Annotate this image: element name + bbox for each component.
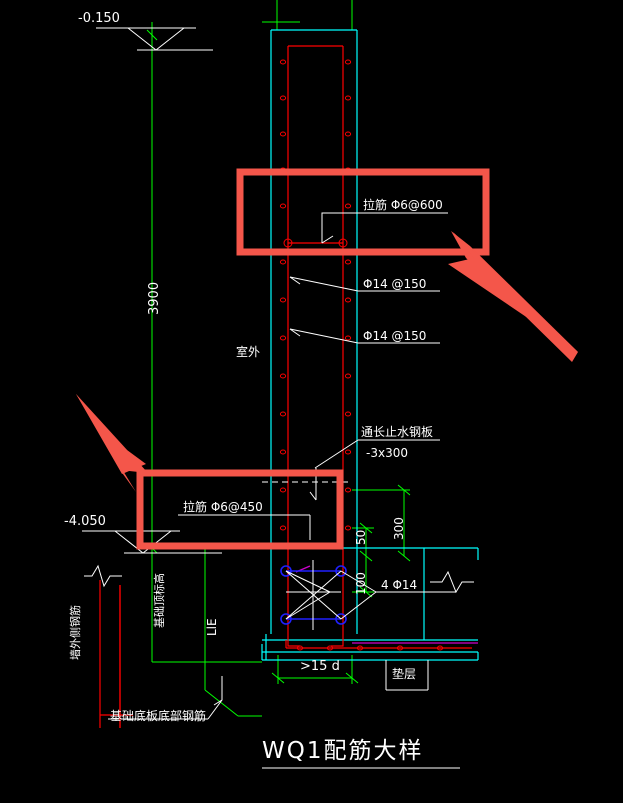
elevation-bottom-label: -4.050 bbox=[64, 514, 106, 529]
lower-highlight-box bbox=[136, 469, 344, 550]
tie-bar-lower-label: 拉筋 Φ6@450 bbox=[183, 500, 263, 514]
tie-bar-upper-label: 拉筋 Φ6@600 bbox=[363, 198, 443, 212]
foundation-top-label: 基础顶标高 bbox=[153, 573, 166, 628]
waterstop-label: 通长止水钢板 bbox=[361, 425, 434, 439]
dimension-lines-green bbox=[146, 0, 411, 717]
foundation-bars-label: 4 Φ14 bbox=[381, 578, 418, 592]
vertical-bar-label-1: Φ14 @150 bbox=[363, 277, 427, 291]
anchorage-label: LlE bbox=[205, 618, 219, 636]
concrete-outline-cyan bbox=[261, 29, 479, 661]
highlight-boxes bbox=[136, 168, 490, 550]
waterstop-size-label: -3x300 bbox=[366, 446, 408, 460]
cushion-label: 垫层 bbox=[392, 667, 417, 681]
dimension-300-label: 300 bbox=[392, 517, 406, 540]
bottom-rebar-label: 基础底板底部钢筋 bbox=[110, 709, 207, 723]
dimension-50-label: 50 bbox=[354, 529, 368, 545]
upper-highlight-box bbox=[236, 168, 490, 256]
dimension-100-label: 100 bbox=[354, 572, 368, 595]
leader-lines-white bbox=[82, 27, 474, 769]
lap-length-label: >15 d bbox=[300, 659, 340, 674]
outer-wall-bar-label: 墙外侧钢筋 bbox=[69, 605, 82, 660]
drawing-title: WQ1配筋大样 bbox=[262, 738, 424, 764]
vertical-bar-label-2: Φ14 @150 bbox=[363, 329, 427, 343]
elevation-top-label: -0.150 bbox=[78, 11, 120, 26]
annotation-arrows bbox=[76, 231, 578, 492]
rebar-dots bbox=[279, 59, 444, 651]
wall-height-dimension: 3900 bbox=[147, 281, 162, 315]
outdoor-label: 室外 bbox=[236, 345, 261, 359]
